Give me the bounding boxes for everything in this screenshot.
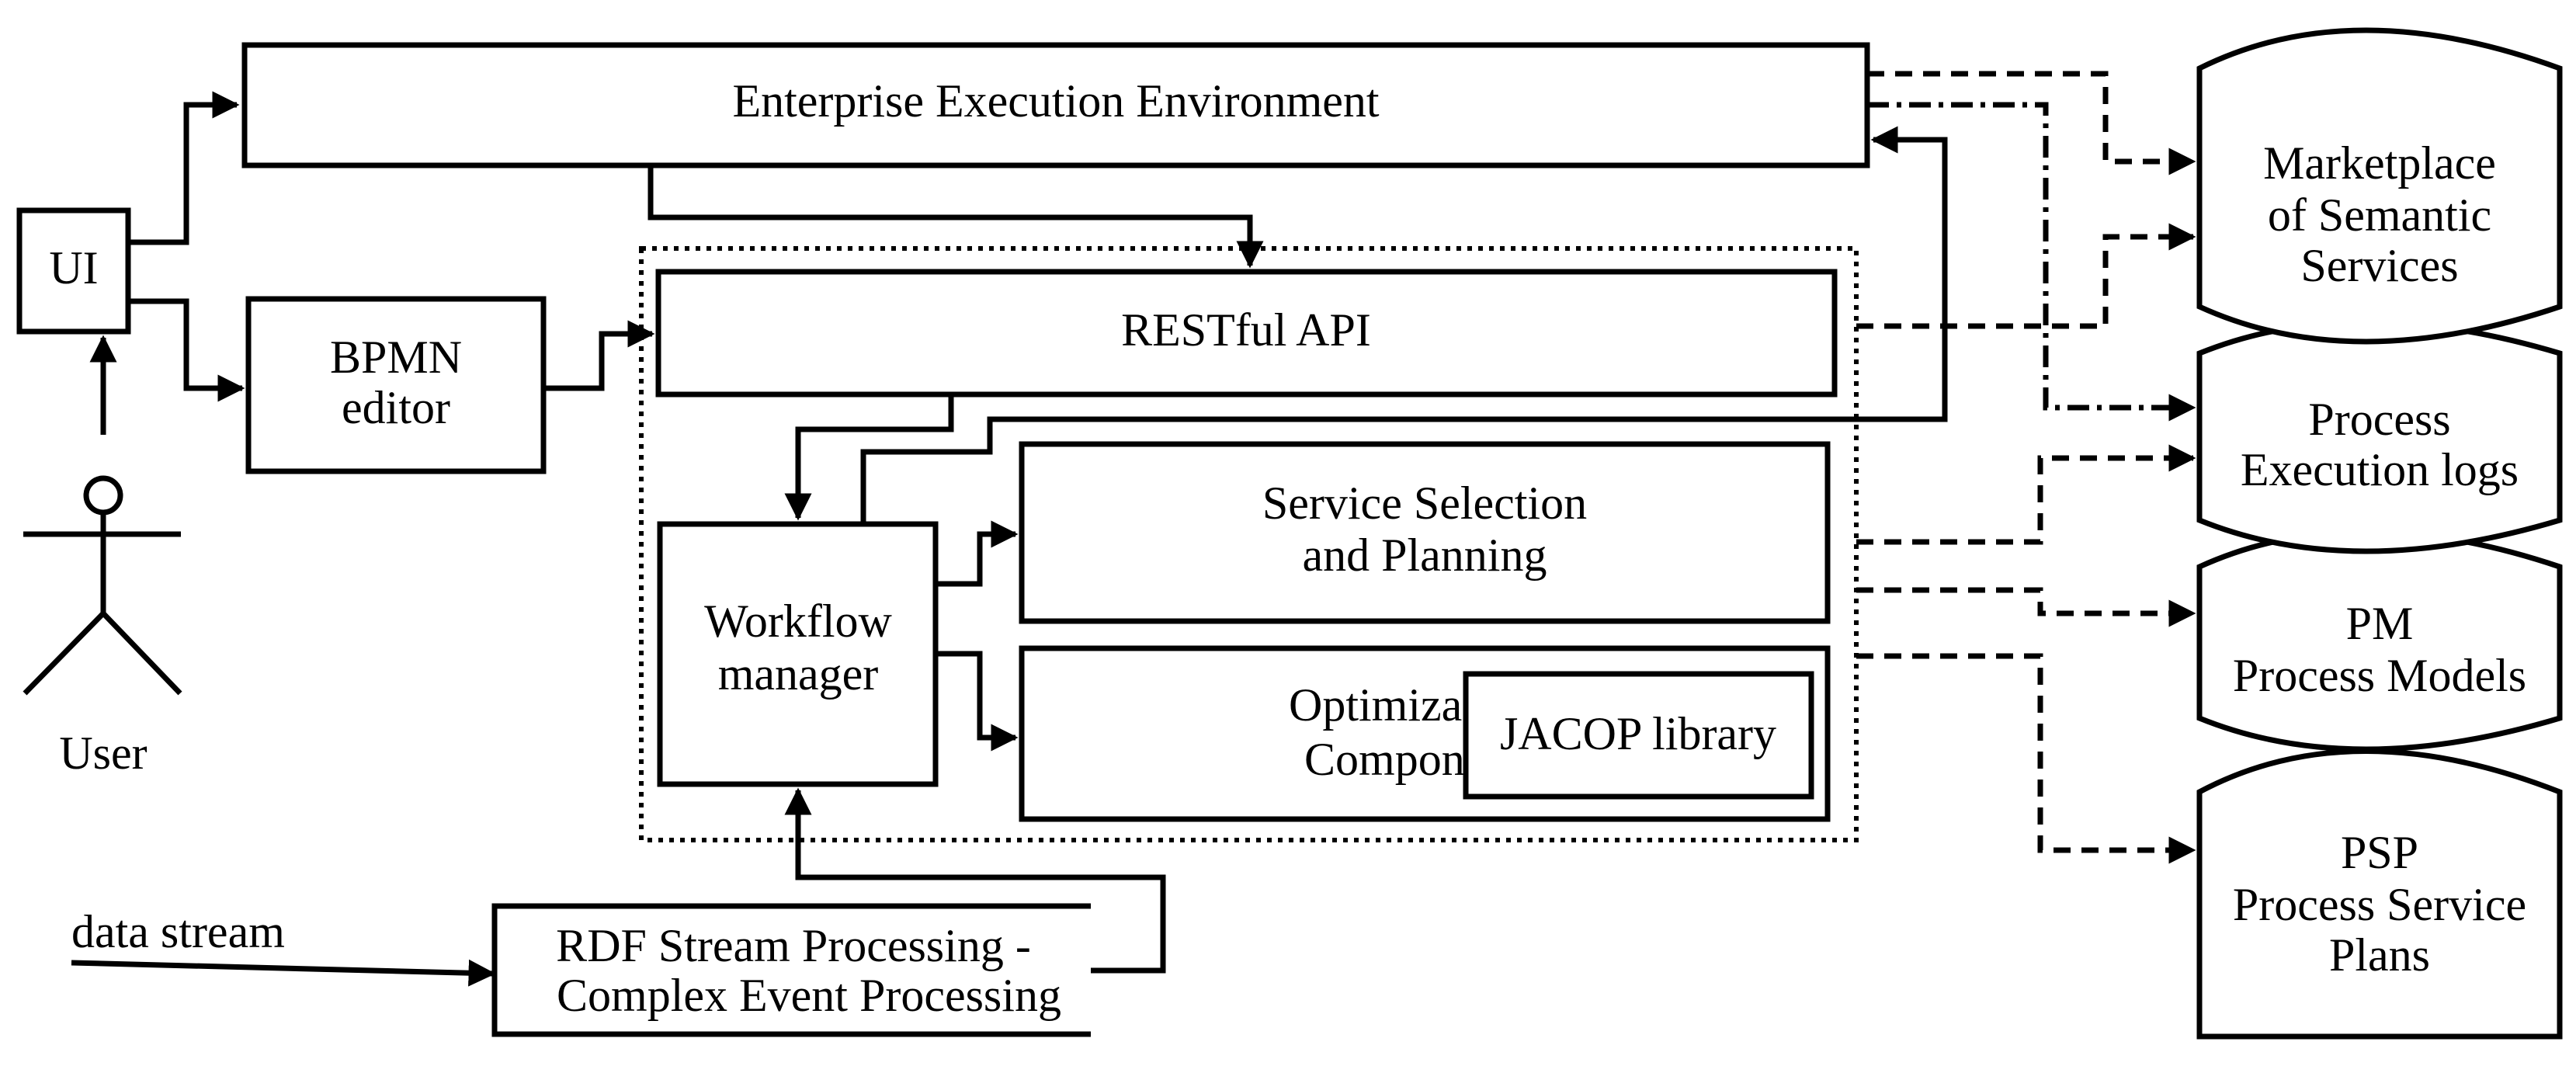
psp-store-label-2: Process Service: [2233, 879, 2526, 930]
workflow-to-enterprise-arrow: [860, 126, 1948, 524]
pm-store-label-2: Process Models: [2233, 650, 2526, 701]
restful-to-marketplace-arrow: [1856, 223, 2196, 329]
bpmn-editor-box: [245, 296, 547, 474]
container-to-psp-arrow: [1856, 653, 2196, 864]
rdf-to-workflow-arrow: [784, 787, 1166, 974]
psp-store-label-1: PSP: [2341, 827, 2418, 878]
workflow-manager-label-2: manager: [718, 648, 879, 700]
pm-store-label-1: PM: [2346, 598, 2414, 649]
marketplace-store-label-3: Services: [2300, 240, 2458, 291]
enterprise-execution-environment-label: Enterprise Execution Environment: [732, 75, 1379, 127]
ui-to-bpmn-arrow: [128, 298, 245, 402]
data-stream-arrow: [71, 959, 496, 987]
user-icon: [23, 475, 182, 696]
ui-label: UI: [49, 242, 98, 293]
restful-to-workflow-arrow: [784, 394, 954, 521]
jacop-library-label: JACOP library: [1500, 708, 1776, 759]
service-selection-label-2: and Planning: [1303, 530, 1547, 581]
restful-api-box: [655, 269, 1838, 398]
optimization-component-label-1: Optimiza: [1289, 679, 1462, 731]
bpmn-editor-label-2: editor: [342, 382, 450, 433]
ui-to-enterprise-arrow: [128, 91, 240, 245]
psp-store: [2196, 748, 2563, 1040]
data-stream-label: data stream: [71, 906, 285, 957]
restful-api-label: RESTful API: [1121, 304, 1371, 356]
bpmn-to-restful-arrow: [543, 320, 655, 391]
enterprise-to-restful-arrow: [647, 165, 1264, 269]
logs-store-label-2: Execution logs: [2241, 444, 2519, 495]
logs-store-label-1: Process: [2308, 394, 2450, 445]
enterprise-execution-environment-box: [241, 42, 1870, 168]
enterprise-to-marketplace-arrow: [1867, 71, 2196, 175]
jacop-library-box: [1463, 671, 1814, 800]
marketplace-store-label-2: of Semantic: [2268, 189, 2491, 241]
psp-store-label-3: Plans: [2329, 929, 2430, 981]
service-selection-box: [1019, 441, 1831, 624]
bpmn-editor-label-1: BPMN: [330, 332, 462, 383]
workflow-manager-label-1: Workflow: [704, 596, 892, 647]
ui-box: [16, 207, 131, 335]
container-to-pm-arrow: [1856, 587, 2196, 627]
enterprise-to-logs-arrow: [1867, 102, 2196, 422]
service-to-logs-arrow: [1856, 444, 2196, 545]
rdf-stream-label-1: RDF Stream Processing -: [556, 920, 1031, 971]
marketplace-store-label-1: Marketplace: [2263, 137, 2496, 189]
workflow-to-service-arrow: [936, 520, 1019, 587]
service-selection-label-1: Service Selection: [1262, 477, 1587, 529]
marketplace-store: [2196, 27, 2563, 345]
workflow-to-optimization-arrow: [936, 651, 1019, 752]
optimization-component-label-2: Compon: [1304, 734, 1465, 785]
user-label: User: [59, 727, 147, 779]
rdf-stream-label-2: Complex Event Processing: [557, 970, 1061, 1021]
